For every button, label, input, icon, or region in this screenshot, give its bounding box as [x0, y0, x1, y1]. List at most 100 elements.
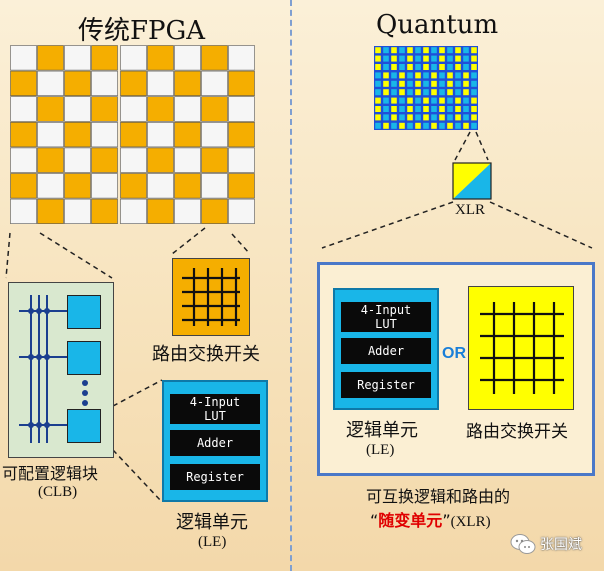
xlr-label: XLR: [455, 202, 485, 218]
quantum-cell: [447, 64, 453, 70]
quantum-cell: [431, 89, 437, 96]
quantum-cell: [383, 122, 389, 129]
fpga-cell: [91, 147, 118, 173]
routing-switch-left: [172, 258, 250, 336]
quantum-cell: [399, 122, 405, 129]
fpga-cell: [174, 147, 201, 173]
quantum-cell: [391, 122, 397, 129]
quantum-grid: [374, 46, 478, 130]
fpga-cell: [91, 96, 118, 122]
fpga-cell: [10, 45, 37, 71]
fpga-cell: [120, 198, 147, 225]
fpga-cell: [228, 122, 255, 148]
quantum-cell: [455, 106, 461, 112]
quantum-cell: [463, 89, 469, 96]
quantum-cell: [439, 64, 445, 70]
quantum-cell: [415, 97, 421, 104]
fpga-cell: [147, 173, 174, 199]
quantum-cell: [415, 106, 421, 112]
or-label: OR: [442, 345, 466, 362]
fpga-cell: [37, 96, 64, 122]
fpga-cell: [64, 96, 91, 122]
quantum-cell: [399, 72, 405, 79]
le-left-lut-cell: 4-Input LUT: [170, 394, 260, 424]
quantum-cell: [391, 114, 397, 121]
quantum-cell: [423, 89, 429, 96]
quantum-cell: [463, 114, 469, 121]
quantum-cell: [375, 72, 381, 79]
logic-element-right: 4-Input LUT Adder Register: [333, 288, 439, 410]
quantum-cell: [471, 55, 477, 62]
quantum-cell: [455, 122, 461, 129]
quantum-cell: [455, 55, 461, 62]
fpga-cell: [201, 70, 228, 97]
fpga-cell: [91, 198, 118, 225]
caption-line2: “随变单元”(XLR): [370, 507, 491, 531]
le-left-register-cell: Register: [170, 464, 260, 490]
quantum-cell: [407, 47, 413, 54]
fpga-cell: [147, 122, 174, 148]
fpga-cell: [37, 70, 64, 97]
quantum-cell: [391, 80, 397, 87]
quantum-cell: [455, 72, 461, 79]
quantum-cell: [463, 97, 469, 104]
quantum-cell: [447, 122, 453, 129]
quantum-cell: [415, 47, 421, 54]
fpga-cell: [147, 70, 174, 97]
fpga-cell: [37, 173, 64, 199]
routing-switch-label-left: 路由交换开关: [152, 344, 260, 365]
quantum-cell: [375, 122, 381, 129]
quantum-cell: [455, 89, 461, 96]
fpga-cell: [120, 70, 147, 97]
quantum-cell: [423, 55, 429, 62]
fpga-cell: [64, 70, 91, 97]
fpga-cell: [147, 198, 174, 225]
fpga-cell: [37, 122, 64, 148]
fpga-cell: [201, 122, 228, 148]
fpga-cell: [147, 147, 174, 173]
routing-switch-label-right: 路由交换开关: [466, 422, 568, 442]
quantum-cell: [391, 97, 397, 104]
quantum-cell: [383, 72, 389, 79]
fpga-cell: [228, 147, 255, 173]
fpga-title: 传统FPGA: [78, 16, 206, 46]
quantum-cell: [431, 122, 437, 129]
quantum-cell: [399, 64, 405, 70]
quantum-cell: [423, 97, 429, 104]
fpga-cell: [37, 147, 64, 173]
quantum-cell: [447, 47, 453, 54]
quantum-cell: [471, 72, 477, 79]
fpga-cell: [228, 96, 255, 122]
fpga-cell: [228, 70, 255, 97]
quantum-cell: [439, 55, 445, 62]
quantum-cell: [375, 97, 381, 104]
quantum-cell: [447, 89, 453, 96]
quantum-cell: [407, 64, 413, 70]
quantum-cell: [471, 47, 477, 54]
quantum-cell: [463, 55, 469, 62]
wechat-icon: [510, 534, 536, 554]
fpga-cell: [201, 147, 228, 173]
quantum-cell: [447, 72, 453, 79]
quantum-cell: [383, 64, 389, 70]
quantum-cell: [399, 106, 405, 112]
clb-le-block-3: [67, 409, 101, 443]
fpga-cell: [10, 70, 37, 97]
quantum-cell: [431, 72, 437, 79]
fpga-grid: [10, 45, 255, 225]
quantum-cell: [407, 72, 413, 79]
quantum-cell: [375, 106, 381, 112]
quantum-cell: [471, 114, 477, 121]
quantum-cell: [383, 89, 389, 96]
fpga-cell: [37, 198, 64, 225]
quantum-cell: [447, 55, 453, 62]
caption-quote-close: ”: [442, 511, 451, 530]
quantum-cell: [415, 122, 421, 129]
quantum-cell: [463, 106, 469, 112]
fpga-cell: [10, 96, 37, 122]
quantum-cell: [471, 106, 477, 112]
clb-abbr: (CLB): [38, 484, 78, 500]
quantum-cell: [383, 97, 389, 104]
quantum-cell: [399, 47, 405, 54]
quantum-cell: [423, 47, 429, 54]
